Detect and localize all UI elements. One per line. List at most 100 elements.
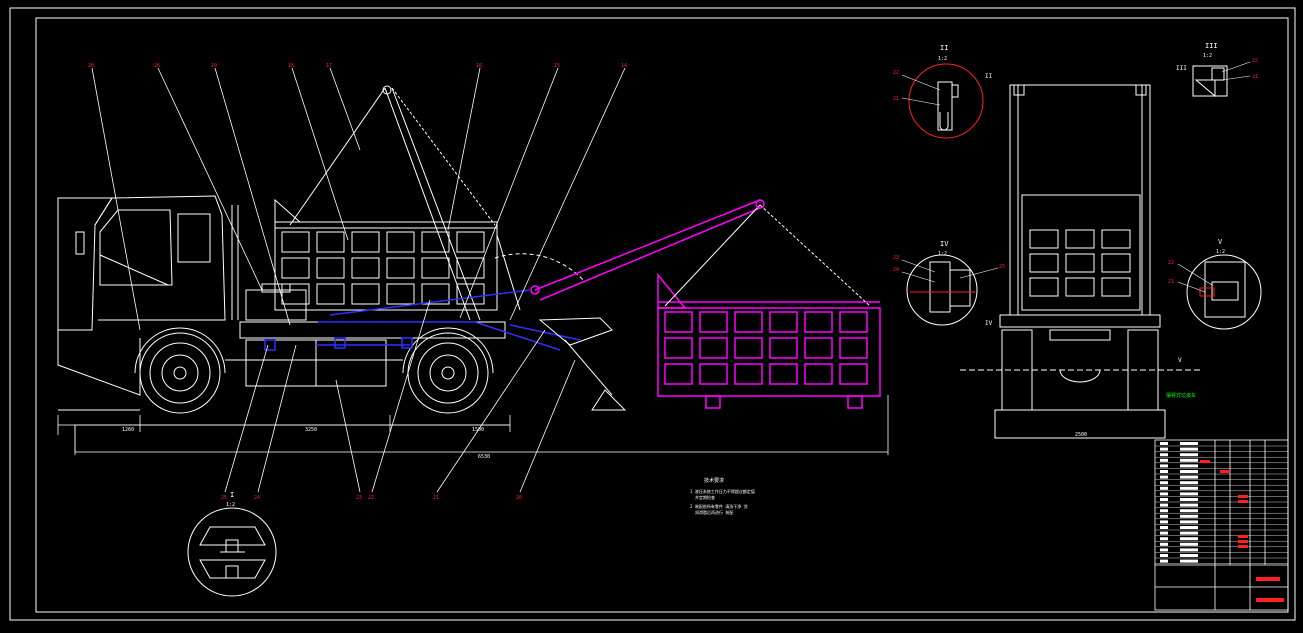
container-panel [664,311,693,333]
swing-arm [289,85,586,321]
title-red-mark [1238,540,1248,543]
container-panel [734,363,763,385]
container-panel [386,231,415,253]
title-row-mark [1160,526,1168,529]
container-panel [734,311,763,333]
title-row-mark [1180,442,1198,445]
detail-callout: 25 [999,264,1005,270]
container-panel [456,283,485,305]
leader-lines-top [91,67,626,493]
title-red-mark [1200,460,1210,463]
callout-label: 17 [326,63,332,69]
container-panel [316,283,345,305]
title-row-mark [1180,470,1198,473]
callout-label: 23 [356,495,362,501]
title-block [1154,439,1289,611]
title-red-mark [1220,470,1230,473]
container-panel [804,337,833,359]
container-panel [804,363,833,385]
title-red-mark [1238,500,1248,503]
container-panel [699,337,728,359]
callout-label: 15 [554,63,560,69]
callout-label: 20 [516,495,522,501]
section-mark-ii: II [985,73,993,80]
container-panel [421,231,450,253]
container-panel [456,257,485,279]
detail-iv: IV 1:2 [901,240,999,326]
container-panel [839,337,868,359]
title-row-mark [1160,453,1168,457]
rear-stabilizer [538,317,627,411]
container-panel [281,231,310,253]
callout-label: 21 [433,495,439,501]
title-row-mark [1180,447,1198,451]
title-red-mark [1238,545,1248,548]
container-panel [351,283,380,305]
title-row-mark [1180,526,1198,529]
title-name-mark [1256,577,1280,581]
title-row-mark [1160,514,1168,518]
container-panel [281,257,310,279]
inner-frame [35,17,1289,613]
callout-label: 22 [368,495,374,501]
section-mark-iii: III [1176,65,1187,72]
detail-ii-scale: 1:2 [938,56,947,62]
rear-container-grid [1029,229,1131,297]
detail-iv-label: IV [940,240,949,248]
container-panel [316,257,345,279]
callout-label: 18 [288,63,294,69]
detail-iv-scale: 1:2 [938,251,947,257]
title-row-mark [1180,481,1198,485]
container-panel [316,231,345,253]
drawing-number-mark [1256,598,1284,602]
notes-line1: 1 液压系统工作压力不得超过额定值 [690,488,755,494]
container-grid-truck [281,231,485,305]
title-row-mark [1180,542,1198,546]
container-panel [421,283,450,305]
title-row-mark [1180,548,1198,552]
title-row-mark [1180,498,1198,501]
detail-callout: 24 [893,267,899,273]
notes-line1b: 并定期检查 [695,494,715,500]
container-panel [1101,277,1131,297]
container-panel [699,311,728,333]
container-panel [1029,253,1059,273]
container-panel [769,311,798,333]
title-row-mark [1180,464,1198,468]
container-panel [839,363,868,385]
section-mark-iv: IV [985,320,993,327]
dim-1260: 1260 [122,427,134,433]
container-panel [664,363,693,385]
container-panel [699,363,728,385]
title-row-mark [1180,492,1198,496]
container-panel [421,257,450,279]
title-row-mark [1160,531,1168,535]
callout-label: 20 [88,63,94,69]
callout-label: 14 [621,63,627,69]
title-row-mark [1160,486,1168,490]
title-row-mark [1180,531,1198,535]
title-row-mark [1180,537,1198,541]
container-panel [769,337,798,359]
detail-ii-label: II [940,44,948,52]
detail-v-scale: 1:2 [1216,249,1225,255]
detail-callout: 22 [1252,58,1258,64]
title-row-mark [1160,509,1168,513]
title-row-mark [1160,542,1168,546]
title-row-mark [1180,486,1198,490]
callout-label: 24 [254,495,260,501]
container-panel [386,283,415,305]
title-row-mark [1180,475,1198,479]
detail-ii: II 1:2 [901,44,984,139]
detail-v-label: V [1218,238,1223,246]
rear-view [960,84,1200,439]
container-panel [386,257,415,279]
detail-iii-scale: 1:2 [1203,53,1212,59]
callout-label: 26 [154,63,160,69]
container-panel [734,337,763,359]
container-panel [1029,229,1059,249]
container-panel [351,231,380,253]
container-panel [1029,277,1059,297]
detail-callout: 23 [893,255,899,261]
